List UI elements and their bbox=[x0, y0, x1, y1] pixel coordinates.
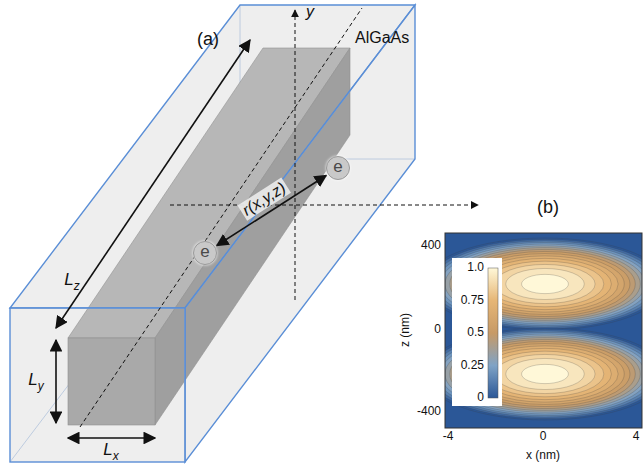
contour-line bbox=[495, 264, 595, 303]
contour-line bbox=[506, 268, 585, 299]
illustration-part bbox=[80, 8, 362, 427]
axis-tick: 0 bbox=[434, 323, 441, 336]
colorbar-ground bbox=[452, 258, 502, 406]
axis-tick: 1.0 bbox=[467, 261, 484, 274]
axis-tick: 0 bbox=[477, 391, 484, 404]
contour-line bbox=[486, 261, 604, 307]
part-label: Ly bbox=[28, 371, 43, 392]
electron-circle: e bbox=[193, 241, 217, 265]
illustration-part bbox=[56, 40, 250, 328]
contour-line bbox=[522, 364, 569, 383]
axis-tick: 0.25 bbox=[461, 359, 484, 372]
dimension-arrow bbox=[56, 40, 250, 438]
part-label: AlGaAs bbox=[355, 29, 409, 47]
axis-tick: -4 bbox=[443, 430, 454, 443]
part-label: Lx bbox=[103, 441, 118, 462]
axis-tick: x (nm) bbox=[526, 449, 560, 462]
illustration-part bbox=[10, 308, 185, 462]
axis-tick: 400 bbox=[421, 239, 441, 252]
contour-line bbox=[495, 354, 595, 393]
axis-tick: 0.75 bbox=[461, 294, 484, 307]
illustration-part bbox=[295, 10, 296, 300]
part-label: y bbox=[306, 3, 314, 21]
axis-tick: 0 bbox=[540, 430, 547, 443]
illustration-part bbox=[185, 5, 415, 462]
illustration-part bbox=[170, 205, 478, 206]
axis-tick: -400 bbox=[417, 405, 441, 418]
barrier-box bbox=[10, 5, 415, 462]
contour-line bbox=[506, 358, 585, 389]
axis-tick: 4 bbox=[633, 430, 640, 443]
contour-line bbox=[522, 274, 569, 293]
part-label: (b) bbox=[537, 198, 559, 218]
distance-arrow bbox=[217, 176, 326, 246]
part-label: Lz bbox=[64, 271, 79, 292]
contour-plot bbox=[445, 233, 642, 428]
axis-tick: z (nm) bbox=[399, 313, 412, 347]
axis-line bbox=[80, 8, 478, 427]
plot-frame bbox=[445, 233, 642, 428]
electron-label: e bbox=[200, 243, 209, 263]
illustration-part bbox=[55, 340, 57, 423]
electron-circle: e bbox=[326, 156, 350, 180]
electron-label: e bbox=[333, 158, 342, 178]
part-label: (a) bbox=[197, 30, 219, 50]
barrier-box bbox=[10, 5, 415, 462]
axis-tick: 0.5 bbox=[467, 326, 484, 339]
colorbar bbox=[488, 268, 498, 398]
illustration-part bbox=[68, 437, 155, 439]
contour-line bbox=[486, 351, 604, 397]
